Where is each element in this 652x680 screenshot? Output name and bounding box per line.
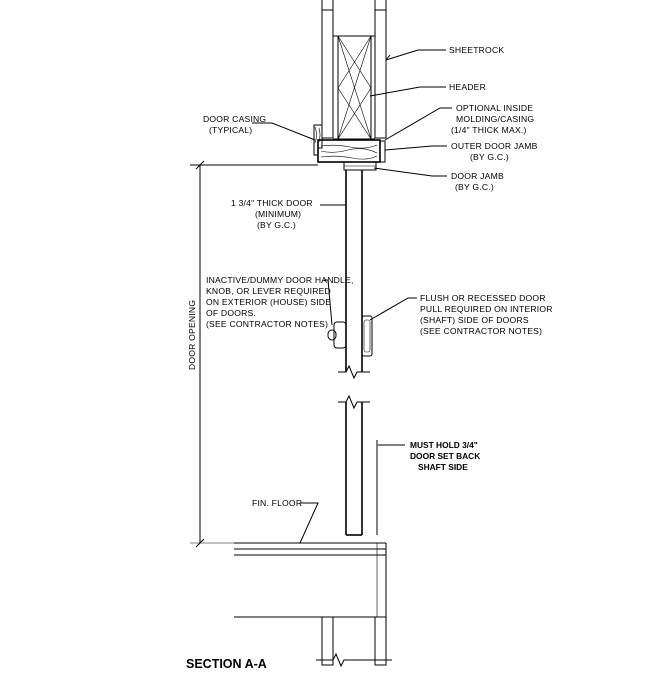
- floor: [234, 542, 387, 618]
- must-hold-label-2: DOOR SET BACK: [410, 451, 480, 461]
- inactive-handle-label-4: OF DOORS.: [206, 308, 256, 318]
- sheetrock-label: SHEETROCK: [449, 45, 504, 55]
- optional-molding-label-2: MOLDING/CASING: [456, 114, 534, 124]
- inactive-handle-label-2: KNOB, OR LEVER REQUIRED: [206, 286, 331, 296]
- door-slab: [338, 170, 370, 536]
- leaders: [252, 49, 452, 544]
- header-label: HEADER: [449, 82, 486, 92]
- flush-pull-label-4: (SEE CONTRACTOR NOTES): [420, 326, 542, 336]
- optional-molding-label-3: (1/4" THICK MAX.): [451, 125, 527, 135]
- flush-pull: [361, 315, 373, 357]
- flush-pull-label-1: FLUSH OR RECESSED DOOR: [420, 293, 546, 303]
- optional-molding-label-1: OPTIONAL INSIDE: [456, 103, 533, 113]
- upper-wall: [321, 0, 387, 140]
- outer-door-jamb-label-1: OUTER DOOR JAMB: [451, 141, 538, 151]
- dummy-handle: [327, 321, 347, 349]
- outer-door-jamb-label-2: (BY G.C.): [470, 152, 509, 162]
- inactive-handle-label-3: ON EXTERIOR (HOUSE) SIDE: [206, 297, 331, 307]
- door-jamb-label-2: (BY G.C.): [455, 182, 494, 192]
- jamb-assembly: [317, 139, 386, 171]
- section-title: SECTION A-A: [186, 657, 267, 671]
- door-opening-dimension: [190, 160, 234, 548]
- door-opening-label: DOOR OPENING: [187, 300, 197, 370]
- must-hold-label-3: SHAFT SIDE: [418, 462, 468, 472]
- door-jamb-label-1: DOOR JAMB: [451, 171, 504, 181]
- flush-pull-label-3: (SHAFT) SIDE OF DOORS: [420, 315, 529, 325]
- door-casing-label-1: DOOR CASING: [203, 114, 266, 124]
- fin-floor-label: FIN. FLOOR: [252, 498, 302, 508]
- lower-wall: [316, 616, 392, 668]
- thick-door-label-3: (BY G.C.): [257, 220, 296, 230]
- flush-pull-label-2: PULL REQUIRED ON INTERIOR: [420, 304, 553, 314]
- inactive-handle-label-1: INACTIVE/DUMMY DOOR HANDLE,: [206, 275, 354, 285]
- must-hold-label-1: MUST HOLD 3/4": [410, 440, 478, 450]
- thick-door-label-2: (MINIMUM): [255, 209, 301, 219]
- thick-door-label-1: 1 3/4" THICK DOOR: [231, 198, 313, 208]
- door-casing-label-2: (TYPICAL): [209, 125, 252, 135]
- inactive-handle-label-5: (SEE CONTRACTOR NOTES): [206, 319, 328, 329]
